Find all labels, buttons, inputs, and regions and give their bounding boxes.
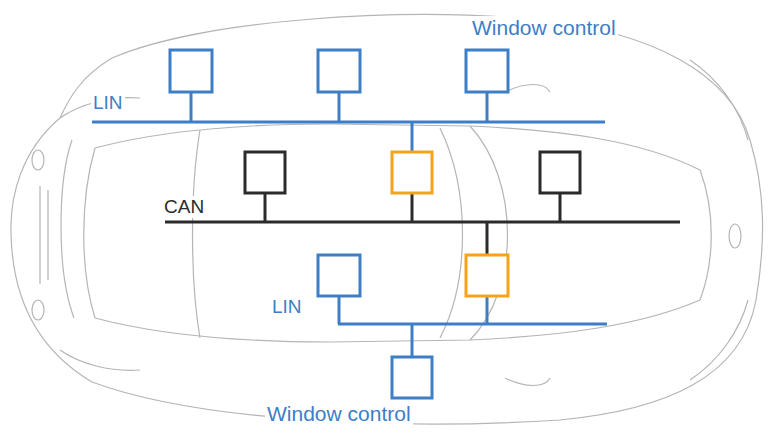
ecu-boxes [170,50,580,398]
bus-name: LIN [91,92,125,114]
gateway-box [392,152,432,193]
bus-wiring [92,92,680,357]
car-outline [11,15,763,424]
stub-line [411,122,414,152]
can-node-box [540,152,580,193]
can-node-box [245,152,285,193]
lin-node-box [392,357,432,398]
stub-line [190,92,193,122]
lin-node-box [466,50,508,92]
gateway-box [466,255,508,296]
stub-line [559,193,562,222]
stub-line [338,296,341,324]
stub-line [486,296,489,324]
lin-node-box [318,255,360,296]
lin-node-box [318,50,360,92]
stub-line [486,92,489,122]
lin-node-box [170,50,212,92]
stub-line [338,92,341,122]
stub-line [264,193,267,222]
bus-node-label: Window control [470,16,618,40]
bus-name: LIN [270,296,304,318]
bus-node-label: Window control [265,402,413,426]
stub-line [411,193,414,222]
lin-bus-line [338,323,607,326]
bus-name: CAN [162,196,206,218]
stub-line [411,324,414,357]
can-bus-line [165,221,680,224]
lin-bus-line [92,121,605,124]
stub-line [486,222,489,255]
